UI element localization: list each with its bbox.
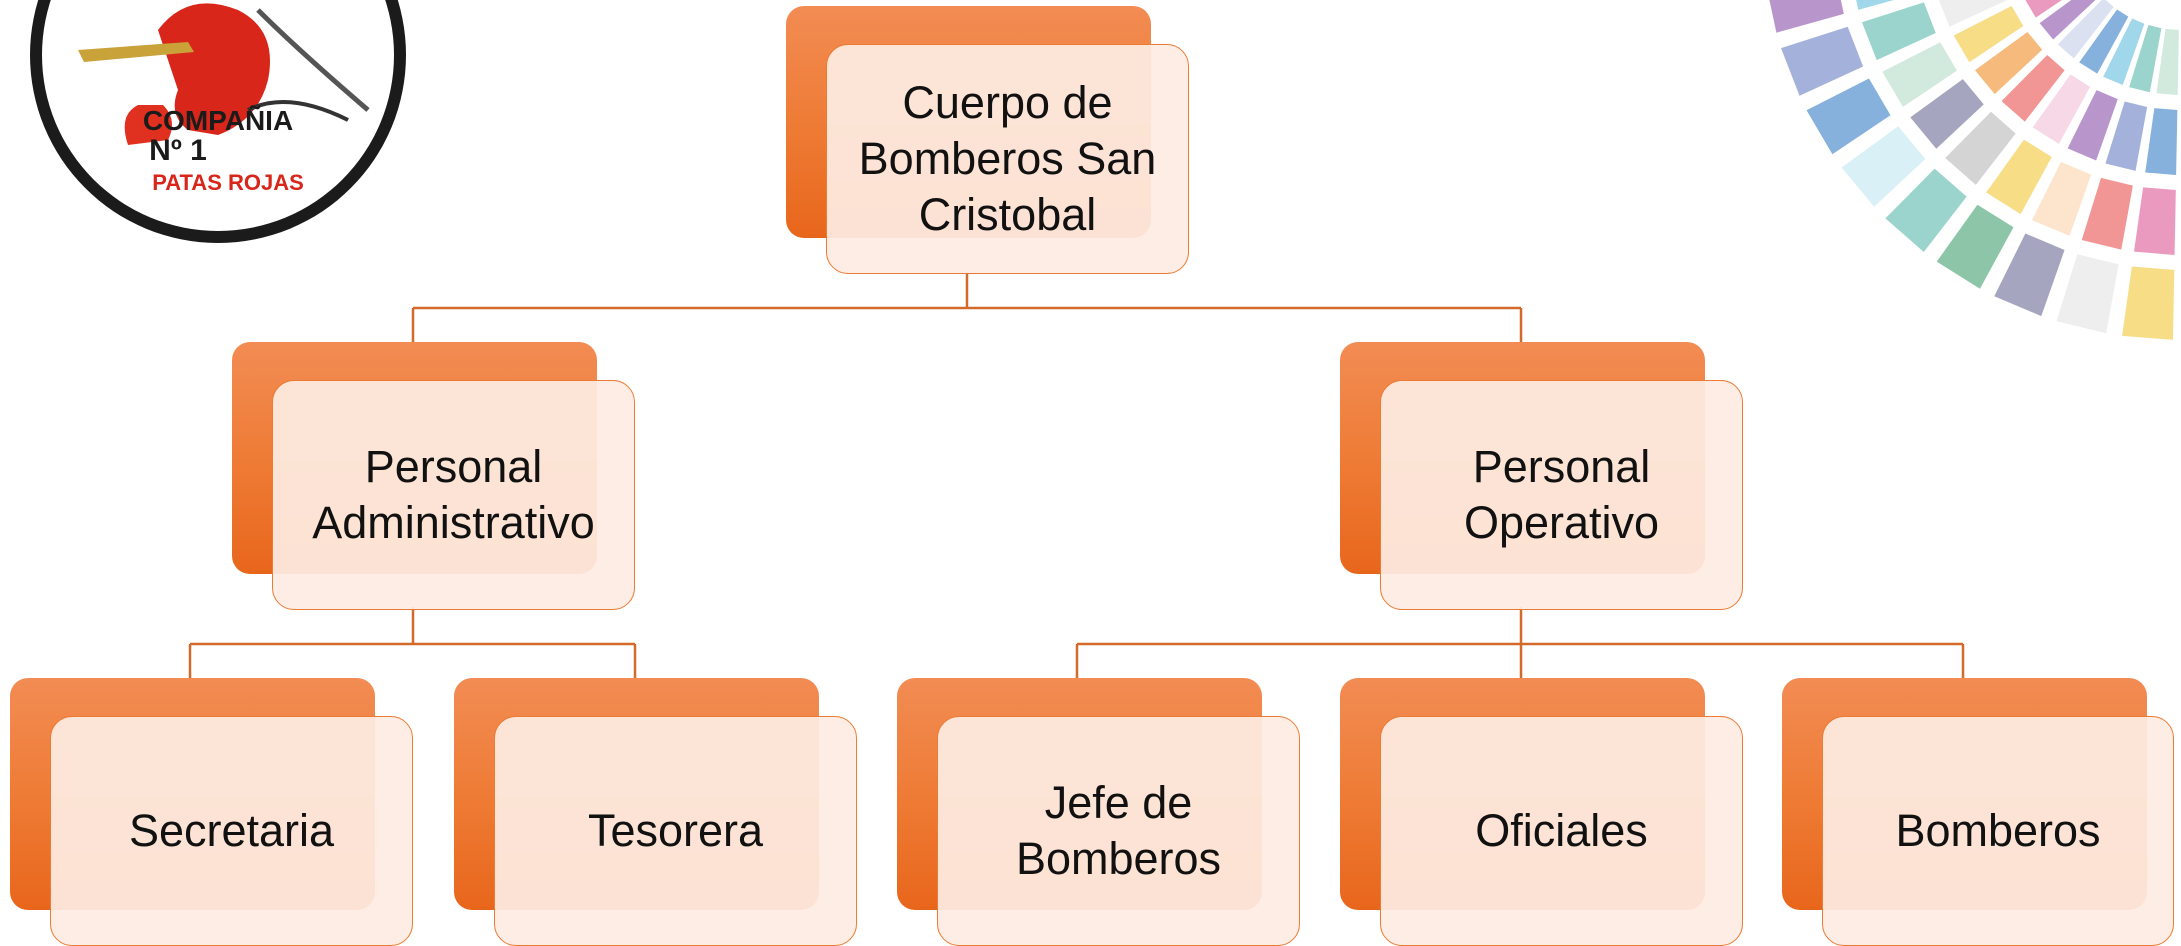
fan-segment <box>2156 28 2179 95</box>
node-label: Cuerpo de Bomberos San Cristobal <box>858 77 1157 240</box>
fan-segment <box>1885 168 1967 253</box>
fan-segment <box>1910 79 1984 149</box>
fan-segment <box>1856 0 1894 10</box>
emblem-text-line2: Nº 1 <box>149 134 207 167</box>
fan-segment <box>1986 139 2052 215</box>
fan-segment <box>2145 108 2178 175</box>
fan-segment <box>2032 161 2092 236</box>
company-emblem-logo: COMPAÑIA Nº 1 PATAS ROJAS <box>30 0 406 243</box>
fan-segment <box>2032 74 2091 144</box>
node-label: Jefe de Bomberos <box>1015 777 1222 884</box>
emblem-figure <box>158 3 270 135</box>
connector-administrativo-to-children <box>188 607 637 678</box>
emblem-text-line1: COMPAÑIA <box>143 105 293 136</box>
node-label: Oficiales <box>1475 805 1648 856</box>
fan-segment <box>1841 126 1926 207</box>
node-label: Bomberos <box>1895 805 2101 856</box>
fan-segment <box>2079 9 2129 74</box>
node-label: Personal Operativo <box>1463 441 1660 548</box>
node-card: Personal Operativo <box>1380 380 1743 610</box>
fan-segment <box>1953 6 2024 63</box>
fan-segment <box>1882 42 1957 107</box>
node-card: Tesorera <box>494 716 857 946</box>
fan-segment <box>1781 26 1864 96</box>
connector-operativo-to-children <box>1075 607 1965 678</box>
emblem-sword <box>78 42 194 62</box>
fan-segment <box>1939 0 2008 27</box>
node-card: Cuerpo de Bomberos San Cristobal <box>826 44 1189 274</box>
node-card: Secretaria <box>50 716 413 946</box>
fan-segment <box>2103 18 2145 86</box>
fan-segment <box>2129 25 2162 93</box>
fan-segment <box>2067 90 2118 161</box>
emblem-text-line3: PATAS ROJAS <box>152 170 304 195</box>
node-label: Tesorera <box>587 805 764 856</box>
node-card: Oficiales <box>1380 716 1743 946</box>
fan-segment <box>1945 111 2016 185</box>
fan-segment <box>2001 54 2065 122</box>
connector-root-to-level2 <box>411 272 1523 342</box>
decorative-color-fan <box>1769 0 2179 340</box>
fan-segment <box>2105 101 2148 171</box>
fan-segment <box>1936 204 2014 289</box>
fan-segment <box>1769 0 1844 33</box>
fan-segment <box>1994 233 2065 317</box>
node-card: Jefe de Bomberos <box>937 716 1300 946</box>
fan-segment <box>2056 254 2119 334</box>
fan-segment <box>1861 2 1936 61</box>
fan-segment <box>2039 0 2096 40</box>
fan-segment <box>2081 177 2133 250</box>
fan-segment <box>2133 187 2176 255</box>
fan-segment <box>1806 78 1891 155</box>
node-label: Secretaria <box>128 805 335 856</box>
fan-segment <box>2122 266 2175 340</box>
node-card: Personal Administrativo <box>272 380 635 610</box>
node-card: Bomberos <box>1822 716 2174 946</box>
fan-segment <box>1974 31 2043 95</box>
node-label: Personal Administrativo <box>312 441 595 548</box>
fan-segment <box>2057 0 2114 59</box>
fan-segment <box>2025 0 2062 18</box>
